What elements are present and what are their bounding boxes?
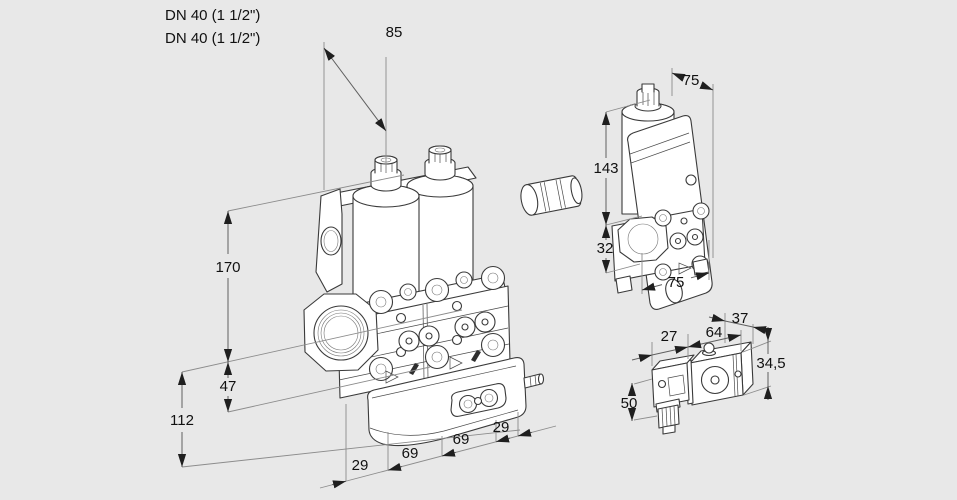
connector-box-front	[651, 362, 690, 408]
side-valve-assembly	[611, 83, 713, 310]
dim-32-label: 32	[597, 240, 614, 257]
dim-29-left-label: 29	[352, 457, 369, 474]
pressure-switch-accessory	[651, 341, 754, 435]
dim-50-label: 50	[621, 395, 638, 412]
cable-gland-nut	[655, 398, 681, 435]
dim-64-label: 64	[706, 324, 723, 341]
dim-27-label: 27	[661, 328, 678, 345]
flow-direction-arrow	[678, 262, 692, 275]
dim-75-top-label: 75	[683, 72, 700, 89]
dim-85-label: 85	[386, 24, 403, 41]
dim-75-bottom-label: 75	[668, 274, 685, 291]
dim-112-label: 112	[170, 412, 194, 429]
dome-knob	[703, 342, 715, 354]
dimension-annotations: DN 40 (1 1/2") DN 40 (1 1/2") 85 170 47 …	[165, 7, 786, 489]
dim-34-5-label: 34,5	[756, 355, 785, 372]
valve-body-details	[368, 265, 506, 384]
dim-29-right-label: 29	[493, 419, 510, 436]
dim-170-label: 170	[215, 259, 240, 276]
dim-69-left-label: 69	[402, 445, 419, 462]
dim-143-label: 143	[593, 160, 618, 177]
inlet-flange	[303, 293, 379, 372]
flow-direction-arrow	[449, 356, 463, 370]
dim-37-label: 37	[732, 310, 749, 327]
side-valve-flange	[617, 216, 669, 263]
cable-gland-part	[520, 175, 583, 216]
dim-47-label: 47	[220, 378, 237, 395]
regulator-block	[367, 357, 545, 447]
connection-size-label-2: DN 40 (1 1/2")	[165, 30, 260, 47]
connection-size-label-1: DN 40 (1 1/2")	[165, 7, 260, 24]
dim-69-right-label: 69	[453, 431, 470, 448]
main-valve-assembly	[303, 145, 545, 447]
